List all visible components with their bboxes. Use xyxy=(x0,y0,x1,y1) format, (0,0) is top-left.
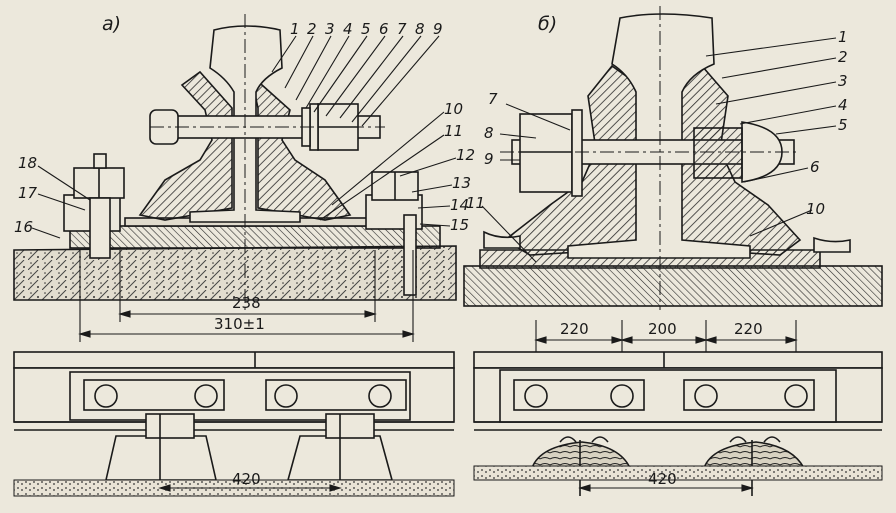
label-b-3: 3 xyxy=(838,72,848,90)
label-a-15: 15 xyxy=(450,216,469,234)
label-a-6: 6 xyxy=(379,20,389,38)
bolt-circle-b-4 xyxy=(784,384,808,408)
bolt-circle-a-4 xyxy=(368,384,392,408)
dimensions-bottom xyxy=(158,484,754,492)
label-a-1: 1 xyxy=(290,20,300,38)
label-a-8: 8 xyxy=(415,20,425,38)
label-b-10: 10 xyxy=(806,200,825,218)
label-a-4: 4 xyxy=(343,20,353,38)
bolt-circle-b-1 xyxy=(524,384,548,408)
label-a-10: 10 xyxy=(444,100,463,118)
bolt-circle-a-1 xyxy=(94,384,118,408)
panel-a-section xyxy=(13,14,457,310)
dim-200: 200 xyxy=(648,320,677,338)
panel-b-section xyxy=(463,6,883,310)
sleeper-left-b xyxy=(530,441,632,469)
label-a-7: 7 xyxy=(397,20,407,38)
label-a-11: 11 xyxy=(444,122,463,140)
panel-b-elevation xyxy=(473,351,883,496)
label-a-14: 14 xyxy=(450,196,469,214)
rail-head-elevation-a xyxy=(13,351,455,369)
dim-420-a: 420 xyxy=(232,470,261,488)
sleeper-left-a xyxy=(104,435,218,481)
label-a-9: 9 xyxy=(433,20,443,38)
dim-238: 238 xyxy=(232,294,261,312)
sleeper-right-b xyxy=(702,441,806,469)
label-a-16: 16 xyxy=(14,218,33,236)
label-b-6: 6 xyxy=(810,158,820,176)
bolt-circle-b-2 xyxy=(610,384,634,408)
label-b-7: 7 xyxy=(488,90,498,108)
label-a-5: 5 xyxy=(361,20,371,38)
left-anchor-bolt-a xyxy=(89,197,111,259)
right-anchor-bolt-a xyxy=(403,214,417,296)
dim-310: 310±1 xyxy=(214,315,265,333)
label-a-13: 13 xyxy=(452,174,471,192)
label-b-2: 2 xyxy=(838,48,848,66)
bolt-circle-a-3 xyxy=(274,384,298,408)
bolt-circle-a-2 xyxy=(194,384,218,408)
rail-head-elevation-b xyxy=(473,351,883,369)
label-a-12: 12 xyxy=(456,146,475,164)
label-b-1: 1 xyxy=(838,28,848,46)
label-a-18: 18 xyxy=(18,154,37,172)
label-a-2: 2 xyxy=(307,20,317,38)
nut-b xyxy=(519,113,573,193)
bolt-circle-b-3 xyxy=(694,384,718,408)
panel-b-title: б) xyxy=(538,13,557,35)
dim-220-right: 220 xyxy=(734,320,763,338)
label-b-9: 9 xyxy=(484,150,494,168)
panel-a-leaders xyxy=(31,35,457,239)
left-fishplate-a xyxy=(138,70,233,221)
label-a-3: 3 xyxy=(325,20,335,38)
base-tie-b xyxy=(463,265,883,307)
panel-b-leaders xyxy=(481,37,837,263)
label-b-11: 11 xyxy=(466,194,485,212)
rail-b xyxy=(567,13,751,259)
dim-220-left: 220 xyxy=(560,320,589,338)
panel-a-title: а) xyxy=(102,13,121,35)
insulating-bushing-b xyxy=(693,127,743,179)
dim-420-b: 420 xyxy=(648,470,677,488)
label-b-4: 4 xyxy=(838,96,848,114)
label-a-17: 17 xyxy=(18,184,38,202)
label-b-8: 8 xyxy=(484,124,494,142)
label-b-5: 5 xyxy=(838,116,848,134)
